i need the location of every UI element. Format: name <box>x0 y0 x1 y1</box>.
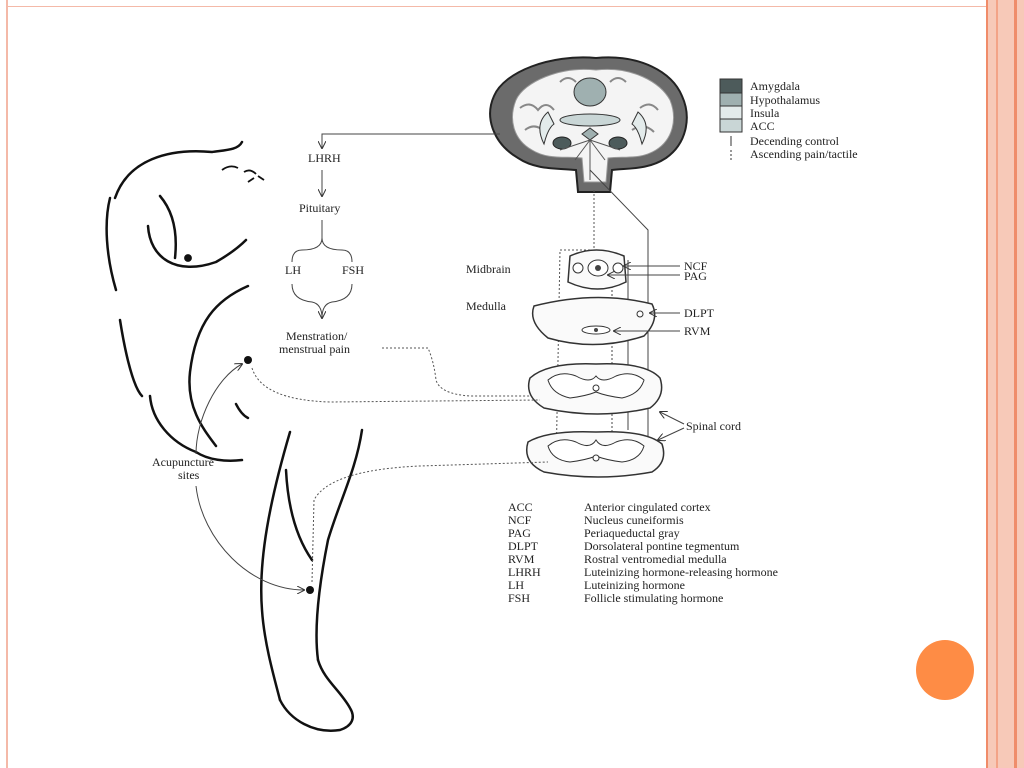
brain-section <box>489 56 688 193</box>
abbr-lhrh: LHRH <box>508 565 541 579</box>
body-outline <box>105 140 364 732</box>
label-rvm: RVM <box>684 324 711 338</box>
hormone-pathway: LHRH Pituitary LH FSH Menstration/ menst… <box>279 133 530 397</box>
legend-swatch-insula <box>719 105 743 120</box>
label-menstruation-line2: menstrual pain <box>279 342 350 356</box>
abbr-acc: ACC <box>508 500 533 514</box>
label-medulla: Medulla <box>466 299 507 313</box>
slide-frame-right-line <box>1014 0 1017 768</box>
label-ncf: NCF <box>684 259 708 273</box>
abbr-lhrh-full: Luteinizing hormone-releasing hormone <box>584 565 778 579</box>
acupuncture-site-upper <box>244 356 252 364</box>
abbr-lh: LH <box>508 578 524 592</box>
label-lhrh: LHRH <box>308 151 341 165</box>
abbr-pag: PAG <box>508 526 531 540</box>
midbrain-section: Midbrain NCF PAG <box>466 249 708 290</box>
abbr-ncf: NCF <box>508 513 532 527</box>
body-details <box>184 165 265 262</box>
slide-frame-right-band <box>986 0 1024 768</box>
abbreviation-table: ACC Anterior cingulated cortex NCF Nucle… <box>508 500 778 605</box>
abbr-acc-full: Anterior cingulated cortex <box>584 500 711 514</box>
acupuncture-sites: Acupuncture sites <box>152 356 549 594</box>
acupuncture-site-lower <box>306 586 314 594</box>
abbr-pag-full: Periaqueductal gray <box>584 526 680 540</box>
label-fsh: FSH <box>342 263 364 277</box>
acupuncture-pain-diagram: Amygdala Hypothalamus Insula ACC Decendi… <box>105 56 858 732</box>
abbr-rvm: RVM <box>508 552 535 566</box>
legend: Amygdala Hypothalamus Insula ACC Decendi… <box>719 78 858 161</box>
legend-label-ascending: Ascending pain/tactile <box>750 147 858 161</box>
accent-dot <box>916 640 974 700</box>
legend-label-insula: Insula <box>750 106 780 120</box>
label-lh: LH <box>285 263 301 277</box>
legend-swatch-acc <box>719 118 743 133</box>
abbr-fsh: FSH <box>508 591 530 605</box>
legend-label-acc: ACC <box>750 119 775 133</box>
slide-frame-top-line <box>6 6 986 7</box>
abbr-fsh-full: Follicle stimulating hormone <box>584 591 723 605</box>
slide-frame-right-line <box>986 0 988 768</box>
legend-label-descending: Decending control <box>750 134 840 148</box>
label-menstruation-line1: Menstration/ <box>286 329 348 343</box>
abbr-ncf-full: Nucleus cuneiformis <box>584 513 684 527</box>
legend-label-hypothalamus: Hypothalamus <box>750 93 820 107</box>
abbr-dlpt-full: Dorsolateral pontine tegmentum <box>584 539 740 553</box>
spinal-cord-label-group: Spinal cord <box>658 412 741 440</box>
abbr-rvm-full: Rostral ventromedial medulla <box>584 552 727 566</box>
legend-label-amygdala: Amygdala <box>750 79 801 93</box>
abbr-dlpt: DLPT <box>508 539 539 553</box>
label-dlpt: DLPT <box>684 306 715 320</box>
label-pag: PAG <box>684 269 707 283</box>
label-spinal-cord: Spinal cord <box>686 419 741 433</box>
label-midbrain: Midbrain <box>466 262 511 276</box>
abbr-lh-full: Luteinizing hormone <box>584 578 685 592</box>
legend-swatch-amygdala <box>719 78 743 94</box>
legend-swatch-hypothalamus <box>719 92 743 107</box>
slide-frame-right-line <box>996 0 998 768</box>
slide-frame-left-line <box>6 0 8 768</box>
label-pituitary: Pituitary <box>299 201 340 215</box>
spinal-cord-section-upper <box>527 363 663 415</box>
medulla-section: Medulla DLPT RVM <box>466 296 715 346</box>
label-acupuncture-line2: sites <box>178 468 200 482</box>
label-acupuncture-line1: Acupuncture <box>152 455 214 469</box>
spinal-cord-section-lower <box>526 430 665 478</box>
